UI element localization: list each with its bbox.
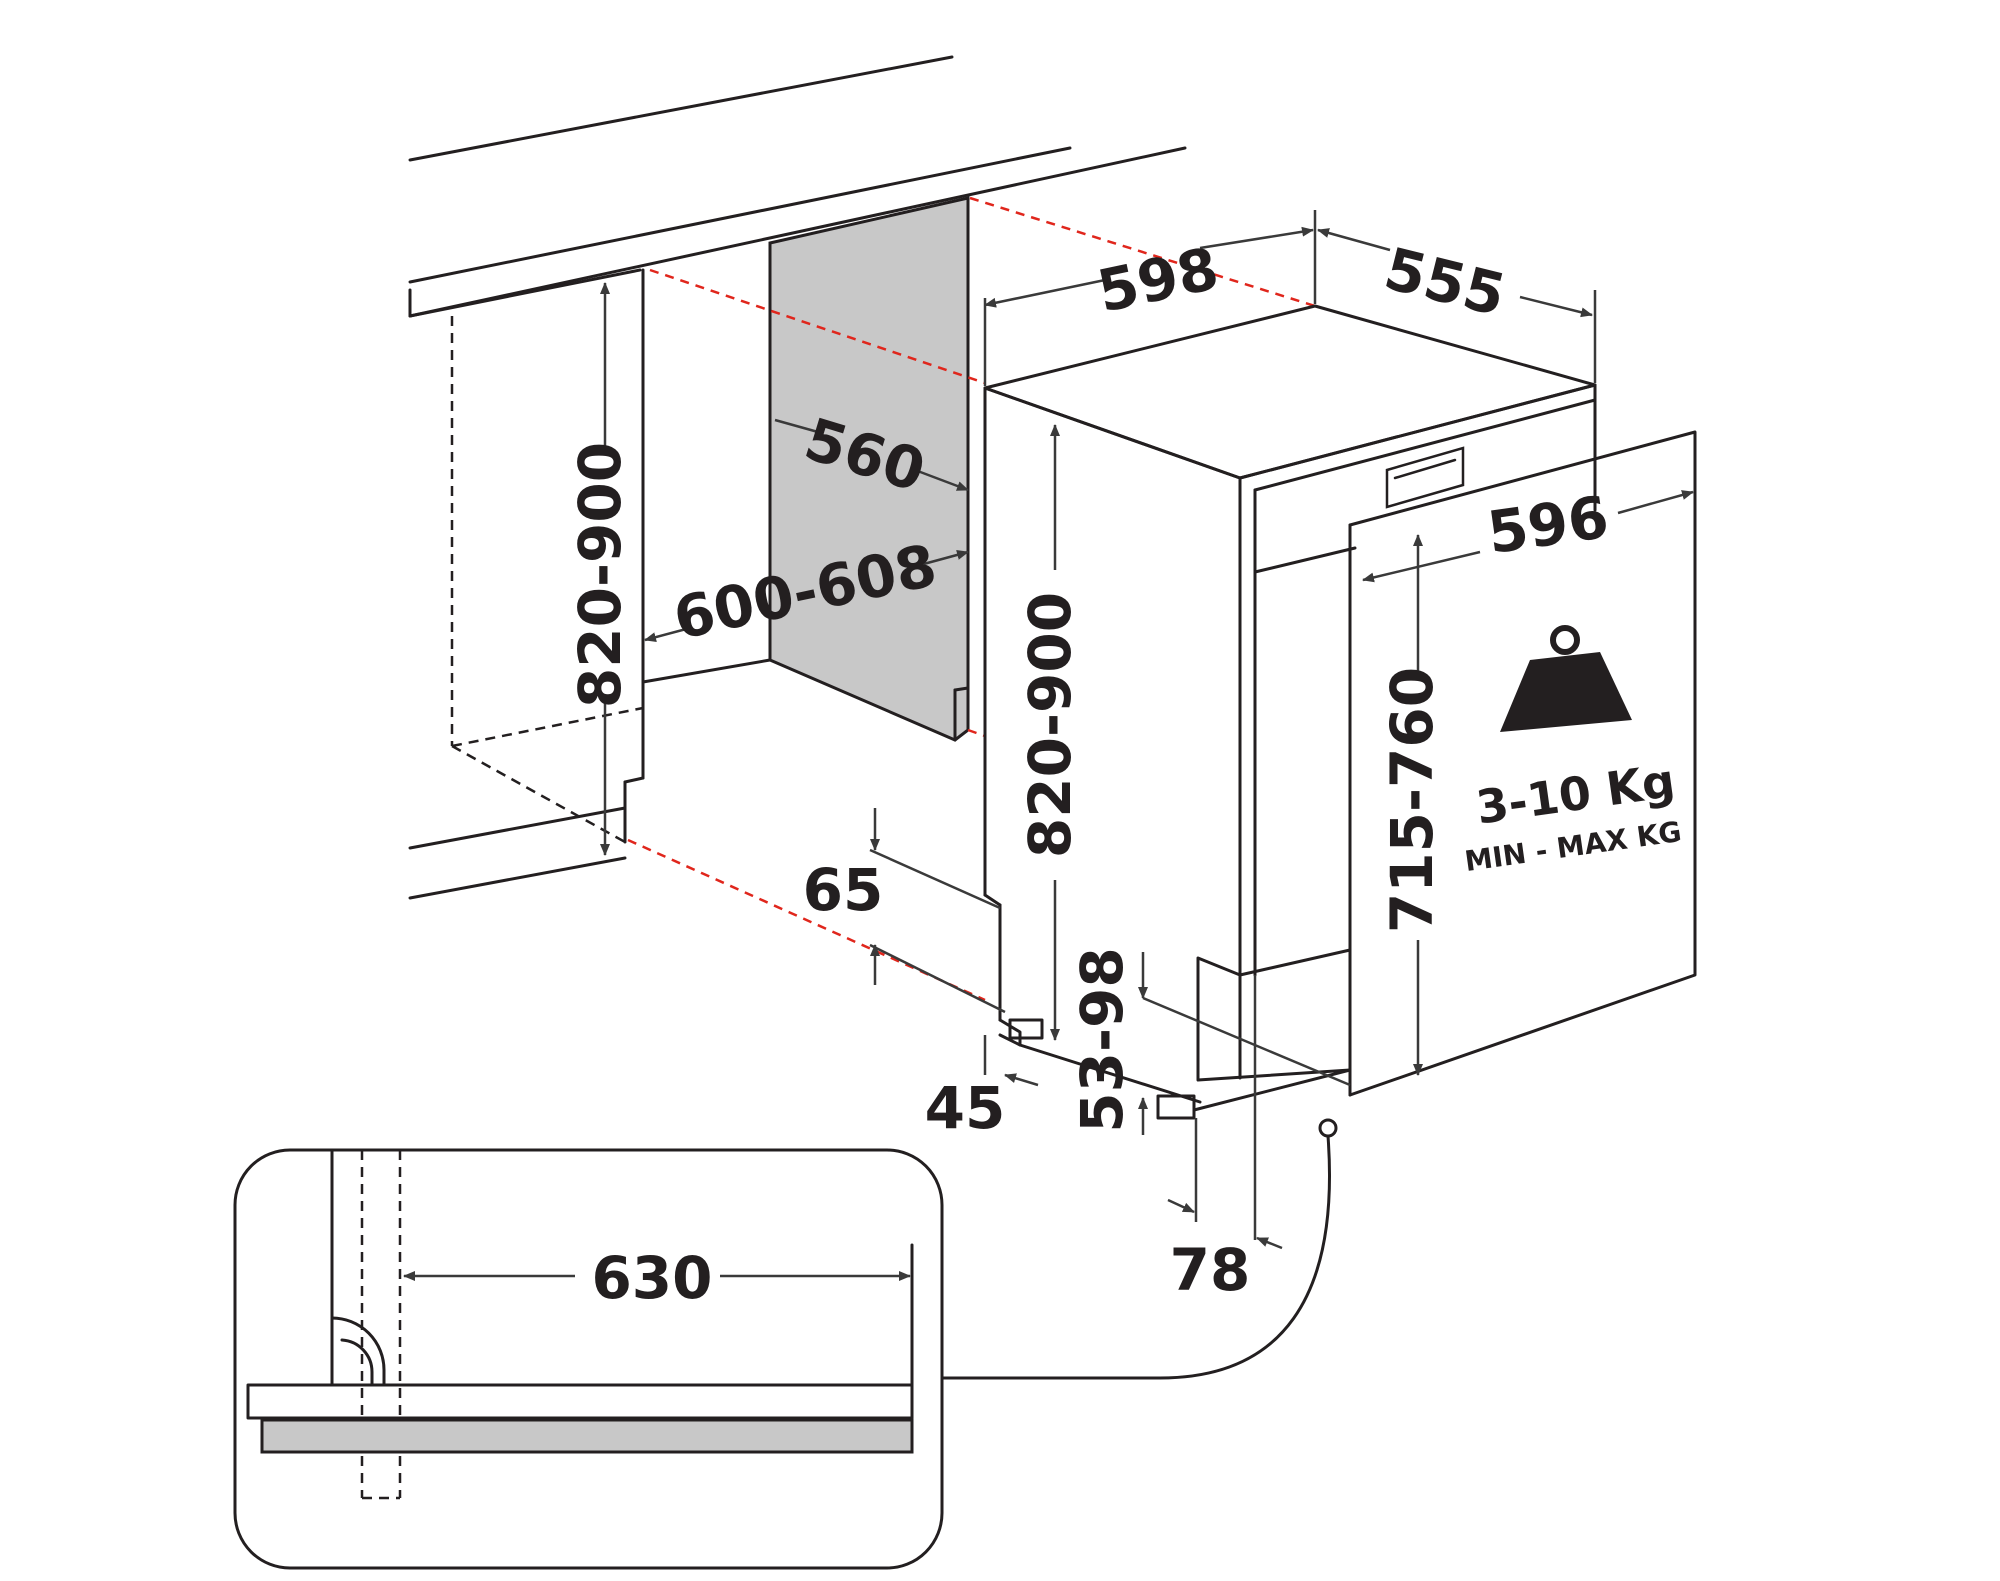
detail-inset [233, 1148, 944, 1570]
weight-icon [1500, 625, 1632, 732]
dishwasher-body [940, 304, 1597, 1380]
label-53-98: 53-98 [1068, 947, 1136, 1133]
label-78: 78 [1170, 1236, 1251, 1304]
label-715-760: 715-760 [1378, 667, 1446, 933]
weight-labels: 3-10 Kg MIN - MAX KG [1463, 753, 1684, 878]
foot-right [1156, 1094, 1196, 1120]
label-555: 555 [1378, 234, 1512, 329]
label-820-900-unit: 820-900 [1016, 592, 1084, 858]
label-820-900-niche: 820-900 [566, 442, 634, 708]
countertop-section [260, 1418, 914, 1454]
label-598: 598 [1092, 234, 1225, 326]
hose-connection [1318, 1118, 1338, 1138]
door-panel [1348, 430, 1697, 1097]
dimension-lines [600, 210, 1694, 1250]
foot-left [1008, 1018, 1044, 1040]
label-65: 65 [803, 856, 884, 924]
back-wall-shaded [768, 196, 970, 742]
label-630: 630 [591, 1244, 712, 1312]
label-596: 596 [1483, 483, 1612, 567]
control-display [1385, 446, 1465, 509]
kitchen-niche [408, 55, 1316, 1002]
label-45: 45 [925, 1074, 1006, 1142]
